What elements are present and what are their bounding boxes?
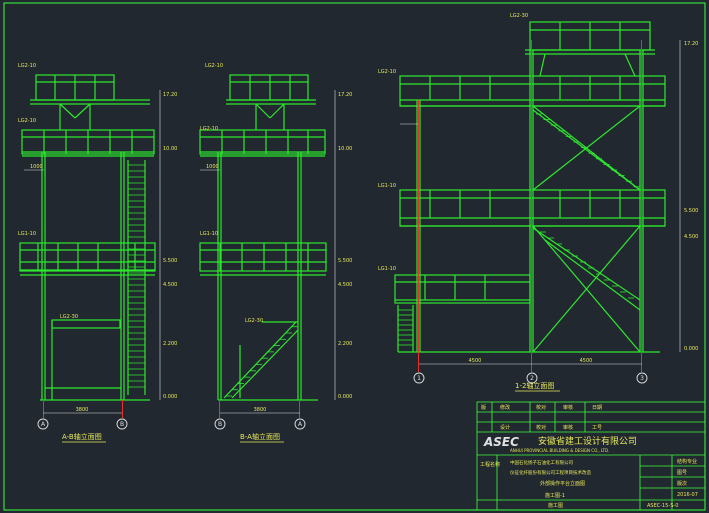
view-title-underlines: [62, 390, 560, 443]
elev-ab-4: 2.200: [163, 341, 177, 347]
tag-12-mid: LG1-10: [378, 183, 396, 189]
role-label-2: 审核: [563, 424, 573, 431]
drawing-stage: 施工图: [548, 502, 563, 509]
view-title-ba: B-A轴立面图: [240, 432, 280, 441]
dimension-lines: [24, 40, 681, 414]
company-name-en: ANHUI PROVINCIAL BUILDING & DESIGN CO., …: [510, 448, 609, 453]
platform-tags: LG2-10 LG2-10 LG1-10 LG2-30 LG2-10 LG2-1…: [18, 13, 528, 324]
tag-ba-mid: LG1-10: [200, 231, 218, 237]
tag-ab-low: LG2-30: [60, 314, 78, 320]
project-line-2: 仪征化纤股份有限公司工程项目技术改造: [510, 469, 591, 476]
tag-12-upper: LG2-10: [378, 69, 396, 75]
grid-bubbles: [37, 372, 648, 430]
rev-header-4: 日期: [592, 405, 602, 411]
rev-header-3: 审核: [563, 404, 573, 411]
elev-12-2: 4.500: [684, 234, 698, 240]
grid-label-a: A: [41, 421, 46, 428]
dim-ba-overhang: 1000: [206, 164, 219, 170]
tag-12-top: LG2-30: [510, 13, 528, 19]
tag-ab-top: LG2-10: [18, 63, 36, 69]
tag-ba-top: LG2-10: [205, 63, 223, 69]
elevation-labels: 17.20 10.00 5.500 4.500 2.200 0.000 17.2…: [163, 41, 698, 400]
elev-12-3: 0.000: [684, 346, 698, 352]
elev-ab-5: 0.000: [163, 394, 177, 400]
elev-12-1: 5.500: [684, 208, 698, 214]
project-line-1: 中国石化扬子石油化工有限公司: [510, 459, 573, 466]
view-titles: A-B轴立面图 B-A轴立面图 1-2轴立面图: [62, 381, 554, 441]
bottom-code: ASEC-15-S-0: [647, 503, 678, 509]
ab-ladder-rungs: [128, 164, 145, 388]
dim-ba-span: 3800: [254, 407, 267, 413]
company-name-cn: 安徽省建工设计有限公司: [538, 435, 637, 447]
tag-ba-upper: LG2-10: [200, 126, 218, 132]
elev-ab-1: 10.00: [163, 146, 177, 152]
grid-label-2: 2: [530, 375, 534, 382]
tag-ab-mid: LG1-10: [18, 231, 36, 237]
view-title-1-2: 1-2轴立面图: [515, 381, 554, 390]
elev-ab-3: 4.500: [163, 282, 177, 288]
elev-ba-0: 17.20: [338, 92, 352, 98]
project-label: 工程名称: [480, 461, 500, 468]
right-item-2: 版次: [677, 480, 687, 487]
role-label-3: 工号: [592, 425, 602, 431]
dim-ab-span: 3800: [76, 407, 89, 413]
elev-ba-1: 10.00: [338, 146, 352, 152]
grid-label-b: B: [120, 421, 124, 428]
dim-ab-overhang: 1000: [30, 164, 43, 170]
role-label-1: 校对: [536, 424, 546, 431]
rev-header-2: 校对: [536, 404, 546, 411]
elevation-view-1-2: [394, 21, 666, 353]
column-centerlines: [43, 40, 642, 418]
dimension-texts: 3800 3800 4500 4500 1000 1000: [30, 164, 592, 413]
dim-12-span-1: 4500: [469, 358, 482, 364]
elev-ab-2: 5.500: [163, 258, 177, 264]
drawing-number: 施工图-1: [545, 492, 565, 499]
grid-label-1: 1: [417, 375, 421, 382]
grid-label-3: 3: [640, 375, 644, 382]
elev-ab-0: 17.20: [163, 92, 177, 98]
elev-ba-4: 2.200: [338, 341, 352, 347]
elev-12-0: 17.20: [684, 41, 698, 47]
elev-ba-2: 5.500: [338, 258, 352, 264]
grid-label-b2: B: [218, 421, 222, 428]
dim-12-span-2: 4500: [580, 358, 593, 364]
view-title-ab: A-B轴立面图: [62, 432, 102, 441]
role-label-0: 设计: [500, 424, 510, 431]
right-item-1: 图号: [677, 470, 687, 476]
ba-stair-treads: [226, 326, 298, 397]
v12-stair-treads: [398, 113, 640, 346]
drawing-border: [3, 2, 706, 511]
asec-logo: ASEC: [483, 435, 519, 449]
tag-12-low: LG1-10: [378, 266, 396, 272]
tag-ba-low: LG2-30: [245, 318, 263, 324]
rev-header-0: 版: [481, 404, 486, 411]
title-block-text: 版 修改 校对 审核 日期 设计 校对 审核 工号 安徽省建工设计有限公司 AN…: [480, 404, 698, 509]
drawing-title: 外部操作平台立面图: [540, 480, 585, 487]
elev-ba-5: 0.000: [338, 394, 352, 400]
tag-ab-upper: LG2-10: [18, 118, 36, 124]
elevation-view-ab: [19, 74, 156, 401]
title-block: [476, 401, 706, 511]
rev-header-1: 修改: [500, 404, 510, 411]
grid-labels: A B B A 1 2 3: [41, 375, 644, 428]
elev-ba-3: 4.500: [338, 282, 352, 288]
elevation-view-ba: [199, 74, 327, 401]
right-item-3: 2016-07: [677, 492, 698, 498]
right-item-0: 结构专业: [677, 458, 697, 465]
grid-label-a2: A: [298, 421, 303, 428]
